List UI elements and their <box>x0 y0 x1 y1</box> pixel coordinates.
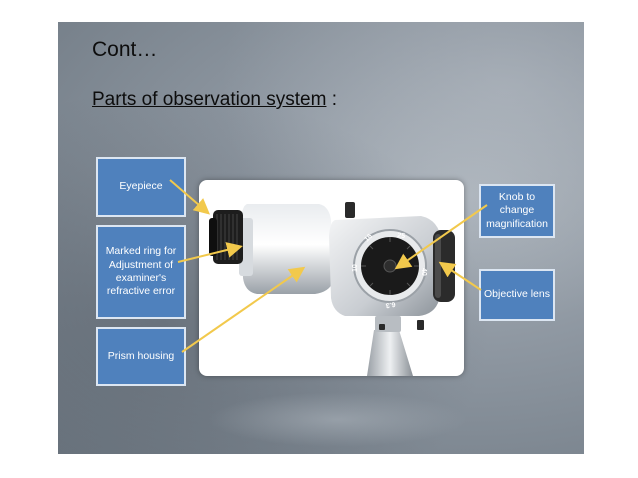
dial-markings: 10 16 25 40 6.3 <box>352 232 427 309</box>
slide-heading: Parts of observation system : <box>92 89 337 111</box>
heading-colon: : <box>326 89 337 110</box>
callout-marked-ring-line: Marked ring for <box>105 245 177 258</box>
callout-knob-line: magnification <box>486 217 548 230</box>
callout-eyepiece-label: Eyepiece <box>119 180 163 193</box>
slide: Cont… Parts of observation system : <box>58 22 584 454</box>
callout-knob: Knob to change magnification <box>479 184 555 238</box>
callout-knob-line: change <box>499 204 535 217</box>
background-reflection <box>208 392 468 447</box>
support-post <box>367 330 413 376</box>
callout-objective-lens-label: Objective lens <box>484 288 550 301</box>
callout-prism-housing-label: Prism housing <box>107 349 175 362</box>
callout-knob-line: Knob to <box>498 190 536 203</box>
knob-ticks <box>361 237 419 295</box>
arrow-objective-lens <box>438 261 482 291</box>
dial-mark-10: 10 <box>352 264 359 272</box>
top-screw <box>345 202 355 218</box>
arrow-prism-housing <box>181 266 306 353</box>
callout-eyepiece: Eyepiece <box>96 157 186 217</box>
arrow-marked-ring <box>177 242 243 263</box>
slide-title: Cont… <box>92 38 158 61</box>
callout-objective-lens: Objective lens <box>479 269 555 321</box>
dial-mark-6-3: 6.3 <box>385 300 396 309</box>
callout-marked-ring-line: refractive error <box>106 285 176 298</box>
dial-mark-40: 40 <box>420 268 427 276</box>
arrow-knob <box>394 204 488 270</box>
heading-text: Parts of observation system <box>92 89 327 110</box>
arrow-eyepiece <box>169 179 211 215</box>
callout-arrows <box>169 179 488 353</box>
callout-marked-ring-line: examiner's <box>115 272 167 284</box>
dial-mark-16: 16 <box>363 233 374 244</box>
callout-marked-ring: Marked ring for Adjustment of examiner's… <box>96 225 186 319</box>
eyecup <box>209 218 217 256</box>
callout-prism-housing: Prism housing <box>96 327 186 386</box>
microscope-photo: 10 16 25 40 6.3 <box>199 180 464 376</box>
callout-marked-ring-line: Adjustment of <box>108 258 174 271</box>
dial-mark-25: 25 <box>397 232 406 240</box>
prism-housing-shape <box>241 204 333 294</box>
